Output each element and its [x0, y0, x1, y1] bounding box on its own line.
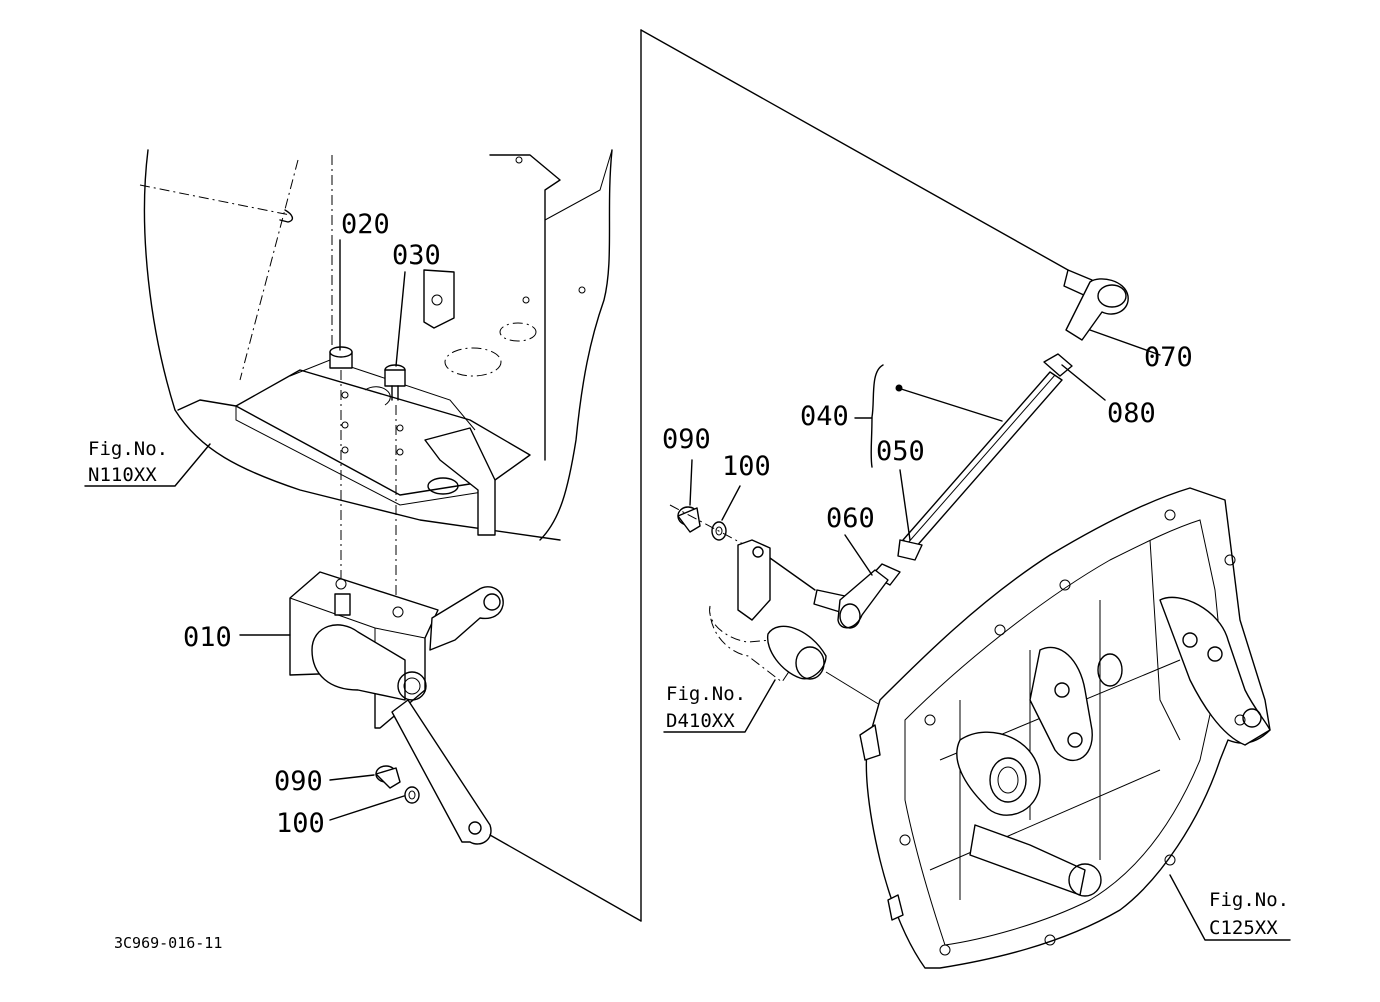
shaft-arm [709, 539, 881, 706]
part-label-070: 070 [1144, 342, 1193, 373]
bolt-030 [384, 364, 406, 615]
leader-lines [84, 239, 1291, 941]
part-label-040: 040 [800, 401, 849, 432]
drawing-code: 3C969-016-11 [114, 934, 222, 952]
fig-ref-d410-code: D410XX [666, 710, 735, 732]
transmission-cover [859, 487, 1271, 969]
part-label-080: 080 [1107, 398, 1156, 429]
part-label-020: 020 [341, 209, 390, 240]
part-label-050: 050 [876, 436, 925, 467]
bracket-010 [289, 571, 504, 845]
bolt-020 [329, 346, 353, 590]
frame-housing [139, 149, 613, 541]
nut-090-right [677, 506, 701, 533]
washer-100-left [404, 786, 420, 804]
part-label-100-right: 100 [722, 451, 771, 482]
part-label-030: 030 [392, 240, 441, 271]
fig-ref-n110-code: N110XX [88, 464, 157, 486]
ball-joint-060 [813, 569, 889, 629]
part-label-010: 010 [183, 622, 232, 653]
rod-assembly [871, 353, 1073, 586]
part-label-060: 060 [826, 503, 875, 534]
part-label-090-right: 090 [662, 424, 711, 455]
ball-joint-070 [1063, 269, 1129, 341]
fig-ref-c125-caption: Fig.No. [1209, 889, 1289, 911]
part-label-090-left: 090 [274, 766, 323, 797]
nut-090-left [375, 765, 401, 789]
fig-ref-d410-caption: Fig.No. [666, 683, 746, 705]
part-label-100-left: 100 [276, 808, 325, 839]
panel-divider [640, 29, 1069, 922]
fig-ref-c125-code: C125XX [1209, 917, 1278, 939]
fig-ref-n110-caption: Fig.No. [88, 438, 168, 460]
